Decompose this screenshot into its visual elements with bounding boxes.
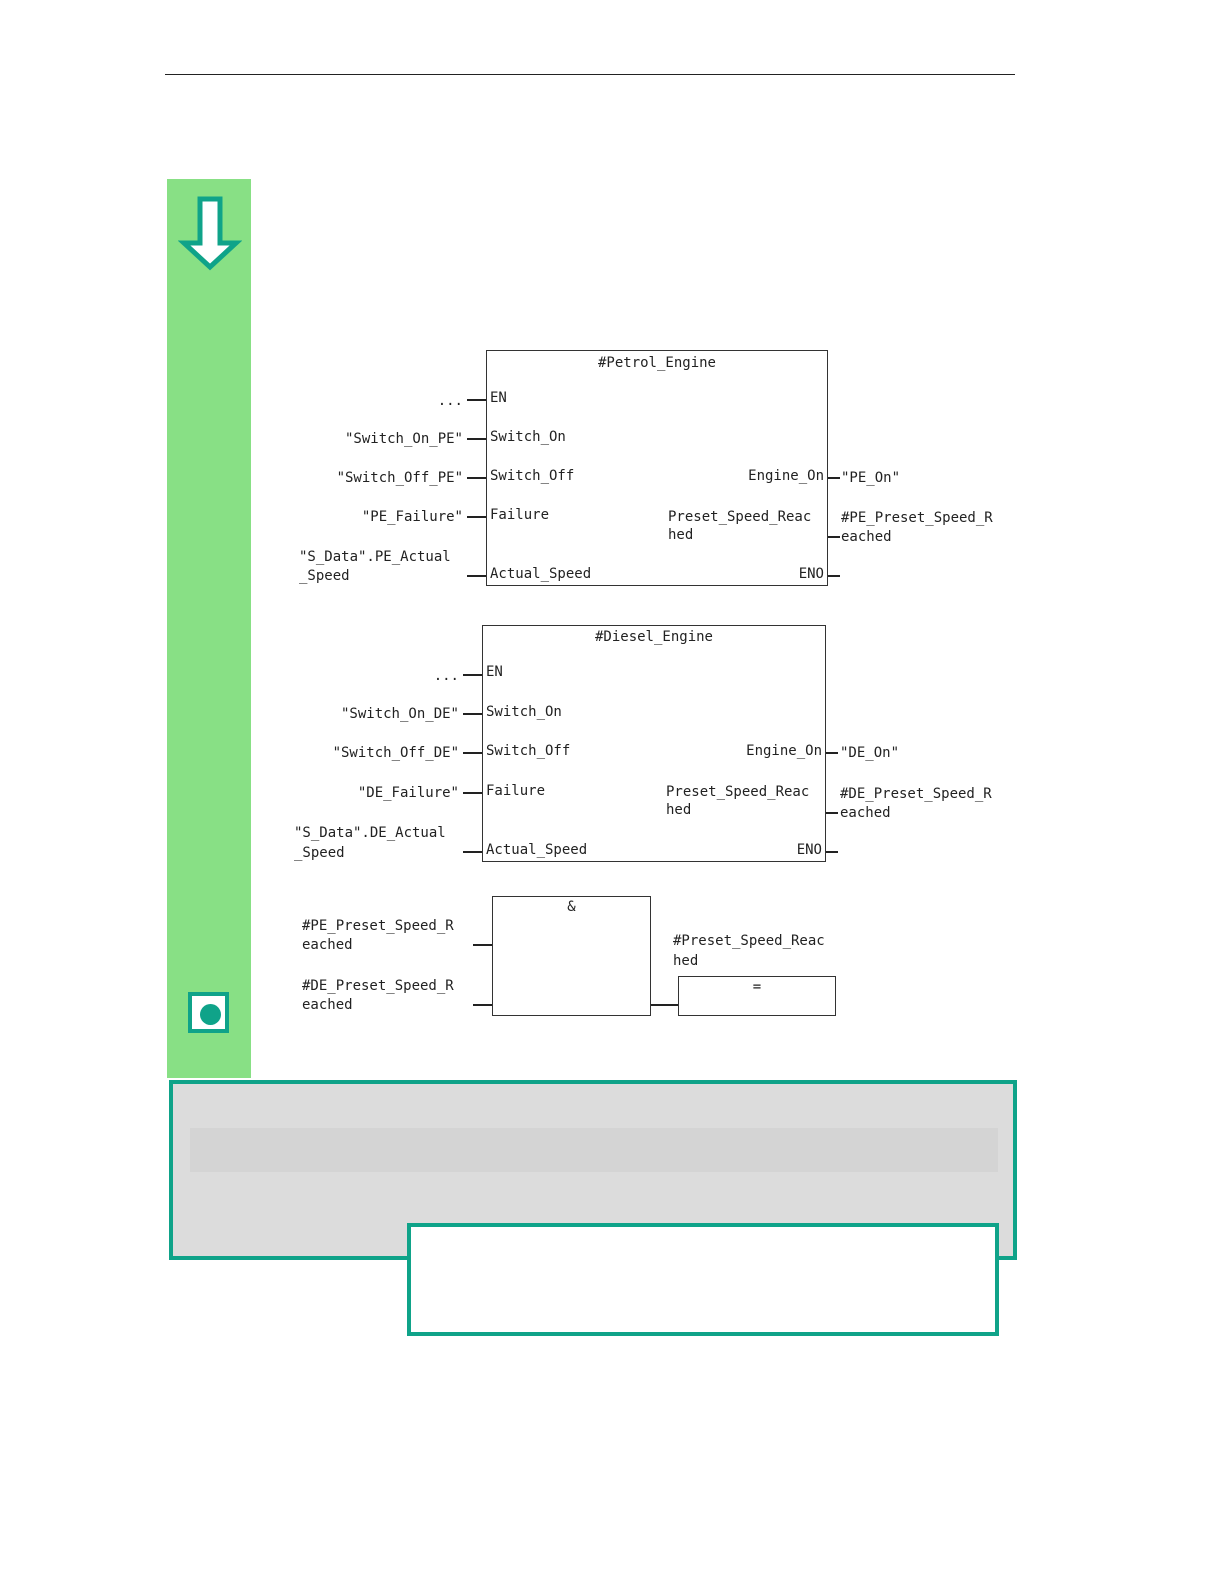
- assign-block: [678, 976, 836, 1016]
- header-rule: [165, 74, 1015, 75]
- wire-out: [826, 752, 838, 754]
- fb-petrol-body: [486, 350, 828, 586]
- and-symbol: &: [567, 899, 576, 915]
- wire-in: [467, 575, 486, 577]
- pin-eno: ENO: [796, 842, 822, 858]
- pin-engine-on: Engine_On: [746, 743, 822, 759]
- pin-preset-speed-reached: Preset_Speed_Reac: [668, 509, 812, 525]
- and-block: [492, 896, 651, 1016]
- operand-actual-speed: "S_Data".PE_Actual: [299, 549, 451, 565]
- operand-engine-on: "PE_On": [841, 470, 901, 486]
- pin-switch-off: Switch_Off: [490, 468, 575, 484]
- wire-out: [826, 812, 838, 814]
- wire-out: [828, 536, 840, 538]
- operand-failure: "PE_Failure": [361, 509, 463, 525]
- down-arrow-icon: [178, 196, 242, 271]
- operand-preset-speed: #DE_Preset_Speed_R: [840, 786, 992, 802]
- wire-out: [828, 575, 840, 577]
- operand-en: ...: [437, 393, 463, 409]
- assign-symbol: =: [752, 979, 762, 995]
- wire-out: [826, 851, 838, 853]
- wire-in: [473, 944, 492, 946]
- wire-in: [463, 792, 482, 794]
- pin-preset-speed-reached-cont: hed: [668, 527, 694, 543]
- operand-failure: "DE_Failure": [357, 785, 459, 801]
- pin-en: EN: [486, 664, 503, 680]
- operand-engine-on: "DE_On": [840, 745, 900, 761]
- operand-switch-on: "Switch_On_DE": [340, 706, 459, 722]
- wire-in: [463, 713, 482, 715]
- and-input-1: #PE_Preset_Speed_R: [302, 918, 454, 934]
- sidebar-band: [167, 179, 251, 1078]
- pin-engine-on: Engine_On: [748, 468, 824, 484]
- operand-actual-speed-cont: _Speed: [299, 568, 350, 584]
- note-band: [190, 1128, 998, 1172]
- operand-preset-speed: #PE_Preset_Speed_R: [841, 510, 993, 526]
- wire-in: [463, 674, 482, 676]
- fb-diesel-body: [482, 625, 826, 862]
- pin-switch-on: Switch_On: [486, 704, 562, 720]
- operand-en: ...: [433, 668, 459, 684]
- and-input-2: #DE_Preset_Speed_R: [302, 978, 454, 994]
- pin-en: EN: [490, 390, 507, 406]
- pin-actual-speed: Actual_Speed: [486, 842, 588, 858]
- pin-switch-on: Switch_On: [490, 429, 566, 445]
- pin-preset-speed-reached-cont: hed: [666, 802, 692, 818]
- wire-in: [467, 477, 486, 479]
- wire-in: [467, 516, 486, 518]
- wire-in: [473, 1004, 492, 1006]
- operand-switch-on: "Switch_On_PE": [344, 431, 463, 447]
- assign-operand: #Preset_Speed_Reac: [673, 933, 825, 949]
- operand-switch-off: "Switch_Off_PE": [336, 470, 463, 486]
- pin-actual-speed: Actual_Speed: [490, 566, 592, 582]
- pin-switch-off: Switch_Off: [486, 743, 571, 759]
- wire-in: [467, 399, 486, 401]
- fb-petrol-title: #Petrol_Engine: [597, 355, 716, 371]
- operand-preset-speed-cont: eached: [841, 529, 892, 545]
- assign-operand-cont: hed: [673, 953, 699, 969]
- note-callout: [407, 1223, 999, 1336]
- wire-in: [463, 851, 482, 853]
- operand-actual-speed-cont: _Speed: [294, 845, 345, 861]
- wire-in: [463, 752, 482, 754]
- pin-failure: Failure: [486, 783, 546, 799]
- wire-out: [828, 477, 840, 479]
- pin-eno: ENO: [798, 566, 824, 582]
- and-input-1-cont: eached: [302, 937, 353, 953]
- wire-in: [467, 438, 486, 440]
- pin-preset-speed-reached: Preset_Speed_Reac: [666, 784, 810, 800]
- operand-preset-speed-cont: eached: [840, 805, 891, 821]
- pin-failure: Failure: [490, 507, 550, 523]
- stop-icon: [188, 992, 229, 1033]
- wire-out: [651, 1004, 678, 1006]
- operand-actual-speed: "S_Data".DE_Actual: [294, 825, 446, 841]
- fb-diesel-title: #Diesel_Engine: [594, 629, 713, 645]
- and-input-2-cont: eached: [302, 997, 353, 1013]
- operand-switch-off: "Switch_Off_DE": [332, 745, 459, 761]
